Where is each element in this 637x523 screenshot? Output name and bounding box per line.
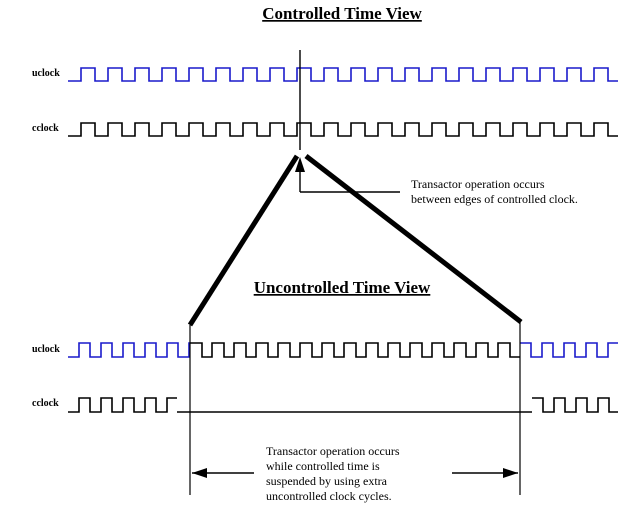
uncontrolled-time-view-title: Uncontrolled Time View [254, 278, 431, 297]
bottom-uclock-waveform-right [520, 342, 618, 358]
controlled-time-view-title: Controlled Time View [262, 4, 422, 23]
bottom-note-line-2: while controlled time is [266, 459, 380, 473]
top-arrowhead-icon [295, 157, 305, 172]
top-cclock-waveform [68, 122, 618, 137]
top-uclock-waveform [68, 67, 618, 82]
zoom-line-left [187, 154, 300, 327]
zoom-line-right [304, 154, 523, 324]
bottom-note-line-1: Transactor operation occurs [266, 444, 400, 458]
span-arrowhead-left-icon [192, 468, 207, 478]
span-arrowhead-right-icon [503, 468, 518, 478]
top-cclock-label: cclock [32, 123, 59, 134]
bottom-cclock-waveform-left [68, 397, 177, 413]
bottom-cclock-waveform-right [532, 397, 618, 413]
bottom-note-line-4: uncontrolled clock cycles. [266, 489, 392, 503]
top-note-line-2: between edges of controlled clock. [411, 192, 578, 206]
top-note-line-1: Transactor operation occurs [411, 177, 545, 191]
bottom-cclock-label: cclock [32, 398, 59, 409]
bottom-uclock-waveform-left [68, 342, 190, 358]
bottom-uclock-waveform-suspended [190, 342, 520, 358]
bottom-uclock-label: uclock [32, 344, 60, 355]
top-uclock-label: uclock [32, 68, 60, 79]
bottom-note-line-3: suspended by using extra [266, 474, 388, 488]
